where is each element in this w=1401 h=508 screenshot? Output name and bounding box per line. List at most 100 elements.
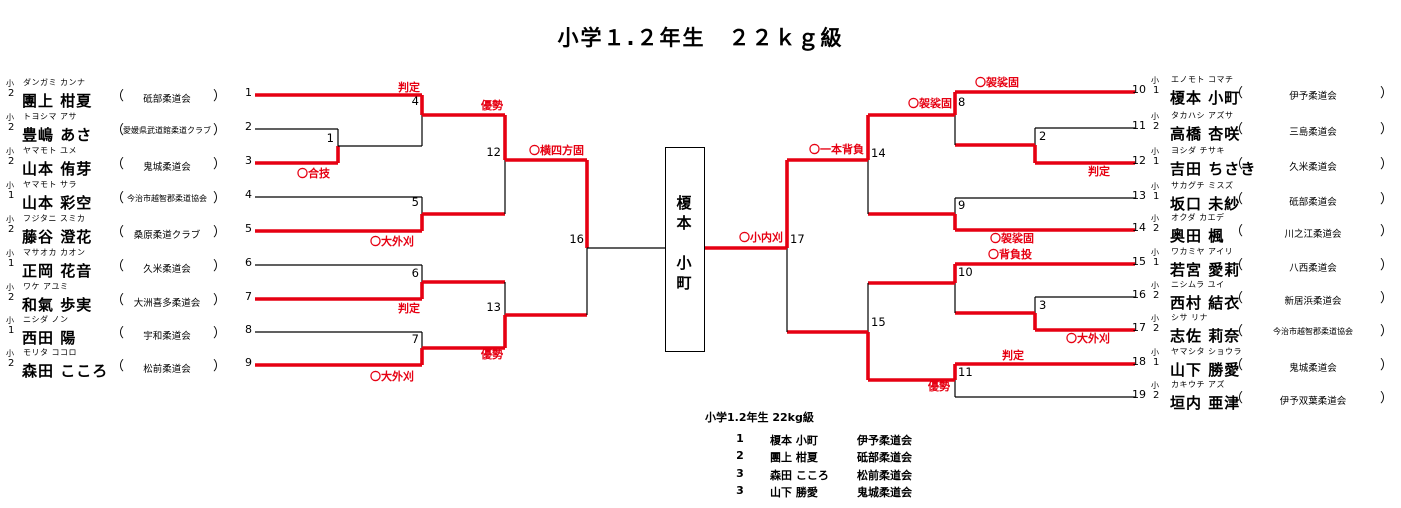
player-grade: 小	[1151, 182, 1159, 191]
club-paren-close: ）	[213, 157, 227, 172]
result-club: 砥部柔道会	[857, 451, 912, 465]
player-seed: 7	[245, 290, 252, 303]
player-name: 團上 柑夏	[22, 92, 93, 110]
result-name: 團上 柑夏	[770, 451, 818, 465]
player-grade: 小	[1151, 147, 1159, 156]
player-grade-year: 1	[8, 258, 15, 269]
player-grade-year: 2	[1153, 290, 1160, 301]
player-kana: ヤマモト サラ	[23, 180, 78, 189]
player-grade-year: 2	[1153, 323, 1160, 334]
match-number: 10	[958, 265, 973, 279]
player-grade: 小	[1151, 348, 1159, 357]
player-kana: タカハシ アズサ	[1171, 111, 1234, 120]
player-name: 坂口 未紗	[1170, 195, 1241, 213]
player-grade: 小	[6, 283, 14, 292]
club-paren-open: （	[1230, 358, 1244, 373]
match-number: 17	[790, 232, 805, 246]
result-rank: 1	[736, 432, 744, 445]
player-name: 榎本 小町	[1170, 89, 1241, 107]
player-kana: サカグチ ミスズ	[1171, 181, 1234, 190]
player-club: 砥部柔道会	[1289, 197, 1337, 208]
club-paren-open: （	[111, 259, 125, 274]
club-paren-close: ）	[1380, 258, 1394, 273]
technique-label: 〇袈裟固	[990, 231, 1034, 245]
club-paren-close: ）	[1380, 224, 1394, 239]
player-kana: ヤマモト ユメ	[23, 146, 78, 155]
club-paren-open: （	[1230, 324, 1244, 339]
player-club: 今治市越智郡柔道協会	[1273, 327, 1353, 336]
player-club: 松前柔道会	[143, 364, 191, 375]
result-rank: 3	[736, 466, 744, 480]
result-name: 森田 こころ	[770, 468, 829, 482]
player-kana: カキウチ アズ	[1171, 380, 1226, 389]
player-seed: 17	[1132, 321, 1146, 334]
match-number: 7	[412, 332, 419, 346]
technique-label: 判定	[1088, 164, 1110, 178]
match-number: 3	[1039, 298, 1046, 312]
result-club: 鬼城柔道会	[857, 485, 912, 499]
match-number: 15	[871, 315, 886, 329]
player-kana: ニシムラ ユイ	[1171, 280, 1225, 289]
club-paren-open: （	[1230, 258, 1244, 273]
player-name: 志佐 莉奈	[1170, 327, 1241, 345]
player-club: 宇和柔道会	[143, 331, 191, 342]
player-seed: 9	[245, 356, 252, 369]
player-seed: 10	[1132, 83, 1146, 96]
player-name: 正岡 花音	[22, 262, 93, 280]
player-grade-year: 1	[1153, 357, 1160, 368]
player-grade-year: 2	[8, 292, 15, 303]
player-kana: オクダ カエデ	[1171, 213, 1225, 222]
result-name: 榎本 小町	[770, 434, 818, 447]
club-paren-close: ）	[1380, 86, 1394, 101]
technique-label: 判定	[1002, 348, 1024, 362]
player-grade: 小	[1151, 381, 1159, 390]
player-grade: 小	[6, 349, 14, 358]
technique-label: 優勢	[480, 98, 503, 112]
club-paren-close: ）	[1380, 391, 1394, 406]
club-paren-open: （	[1230, 224, 1244, 239]
club-paren-close: ）	[213, 293, 227, 308]
player-kana: モリタ ココロ	[23, 348, 78, 357]
player-grade: 小	[6, 113, 14, 122]
club-paren-close: ）	[213, 191, 227, 206]
club-paren-open: （	[111, 293, 125, 308]
player-name: 藤谷 澄花	[22, 228, 93, 246]
player-name: 吉田 ちさき	[1170, 160, 1257, 178]
club-paren-open: （	[111, 225, 125, 240]
club-paren-close: ）	[213, 359, 227, 374]
club-paren-open: （	[1230, 122, 1244, 137]
match-number: 9	[958, 198, 965, 212]
player-grade-year: 2	[1153, 223, 1160, 234]
club-paren-open: （	[111, 326, 125, 341]
player-seed: 12	[1132, 154, 1146, 167]
club-paren-close: ）	[1380, 291, 1394, 306]
player-seed: 11	[1132, 119, 1146, 132]
result-club: 松前柔道会	[857, 468, 912, 482]
player-seed: 2	[245, 120, 252, 133]
club-paren-close: ）	[1380, 192, 1394, 207]
result-club: 伊予柔道会	[857, 434, 912, 447]
club-paren-close: ）	[213, 225, 227, 240]
player-club: 砥部柔道会	[143, 94, 191, 105]
player-seed: 13	[1132, 189, 1146, 202]
player-kana: ニシダ ノン	[23, 315, 69, 324]
technique-label: 〇背負投	[988, 247, 1032, 261]
player-name: 若宮 愛莉	[1170, 261, 1241, 279]
player-club: 伊予双葉柔道会	[1279, 396, 1347, 407]
player-grade-year: 2	[8, 358, 15, 369]
technique-label: 優勢	[480, 347, 503, 361]
player-club: 今治市越智郡柔道協会	[127, 194, 207, 203]
player-seed: 3	[245, 154, 252, 167]
player-kana: ヤマシタ ショウラ	[1171, 347, 1243, 356]
player-grade: 小	[1151, 112, 1159, 121]
player-grade: 小	[1151, 314, 1159, 323]
player-seed: 8	[245, 323, 252, 336]
club-paren-close: ）	[213, 123, 227, 138]
club-paren-close: ）	[1380, 358, 1394, 373]
player-name: 西田 陽	[22, 329, 77, 347]
player-grade-year: 2	[8, 122, 15, 133]
player-club: 久米柔道会	[143, 264, 191, 275]
player-kana: フジタニ スミカ	[23, 214, 86, 223]
player-kana: ヨシダ チサキ	[1171, 146, 1226, 155]
club-paren-open: （	[1230, 86, 1244, 101]
